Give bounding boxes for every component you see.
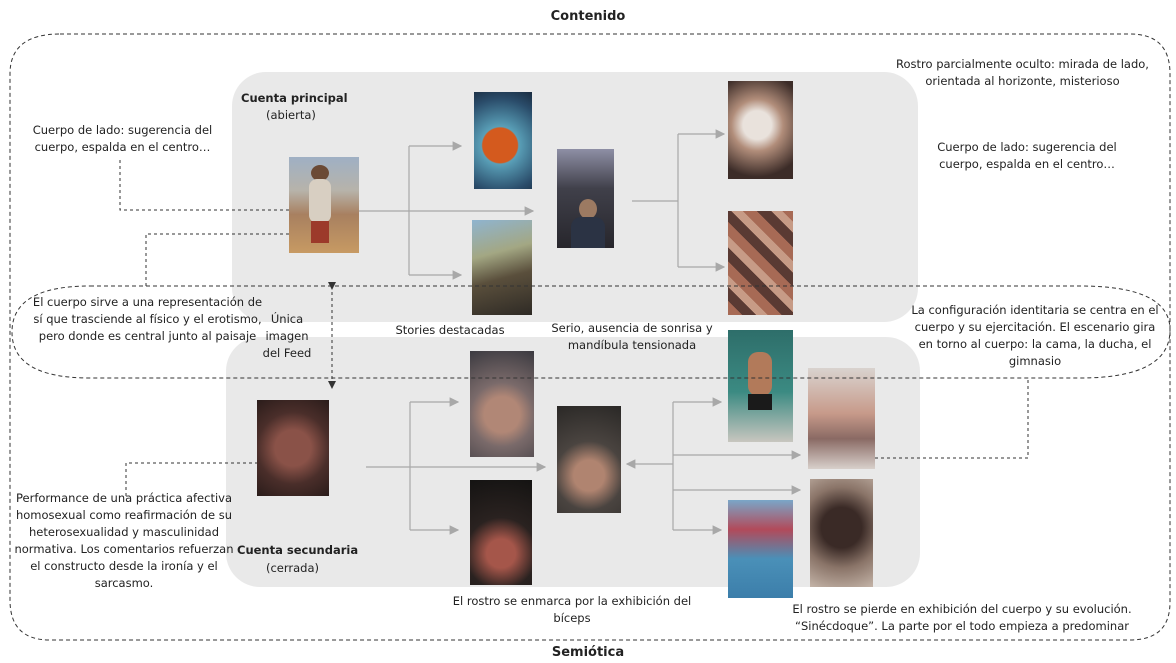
label-rostro-biceps: El rostro se enmarca por la exhibición d… xyxy=(452,594,692,625)
photo-piscina xyxy=(728,500,793,598)
label-stories: Stories destacadas xyxy=(395,323,505,337)
label-cuerpo-lado-der: Cuerpo de lado: sugerencia del cuerpo, e… xyxy=(937,140,1117,171)
label-configuracion: La configuración identitaria se centra e… xyxy=(911,303,1159,368)
photo-bano xyxy=(810,479,873,587)
photo-feed-main xyxy=(289,157,359,253)
photo-story-2 xyxy=(472,220,532,315)
principal-title: Cuenta principal xyxy=(241,91,348,105)
secundaria-subtitle: (cerrada) xyxy=(266,561,320,575)
label-rostro-oculto: Rostro parcialmente oculto: mirada de la… xyxy=(896,57,1149,88)
photo-serio xyxy=(557,149,614,248)
title-contenido: Contenido xyxy=(550,9,626,24)
photo-story-1 xyxy=(474,92,532,189)
principal-subtitle: (abierta) xyxy=(266,108,316,122)
label-unica-imagen: Única imagen del Feed xyxy=(262,312,312,360)
photo-gym xyxy=(728,330,793,442)
label-serio: Serio, ausencia de sonrisa y mandíbula t… xyxy=(551,321,713,352)
secundaria-title: Cuenta secundaria xyxy=(237,543,359,557)
label-cuerpo-lado-izq: Cuerpo de lado: sugerencia del cuerpo, e… xyxy=(32,123,213,154)
title-semiotica: Semiótica xyxy=(551,645,625,660)
label-performance: Performance de una práctica afectiva hom… xyxy=(14,491,234,590)
photo-sec-2 xyxy=(470,480,532,585)
photo-rostro-oculto xyxy=(728,81,793,179)
photo-biceps xyxy=(557,406,621,513)
photo-beso xyxy=(257,400,329,496)
photo-mosaic xyxy=(728,211,793,315)
label-representacion: El cuerpo sirve a una representación de … xyxy=(32,295,263,343)
middle-dashed-band xyxy=(11,285,1171,379)
photo-ducha xyxy=(808,368,875,469)
photo-sec-1 xyxy=(470,351,534,457)
outer-dashed-frame xyxy=(9,33,1171,641)
label-rostro-pierde: El rostro se pierde en exhibición del cu… xyxy=(792,602,1132,633)
